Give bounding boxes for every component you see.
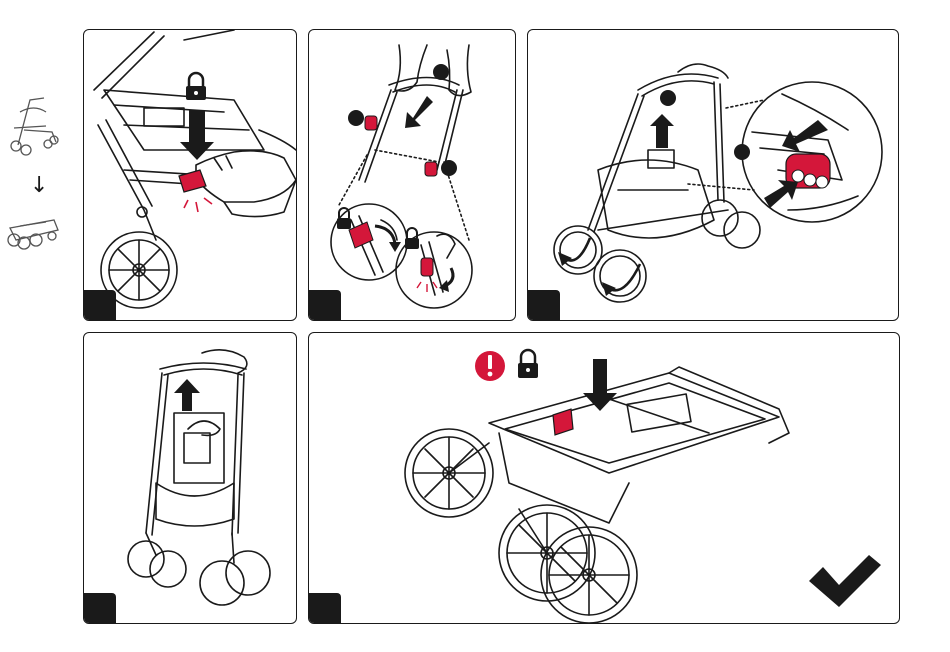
mini-stroller-folded-icon — [8, 220, 58, 249]
marker-dot — [433, 64, 449, 80]
mini-stroller-open-icon — [11, 98, 58, 155]
checkmark-icon — [809, 555, 881, 607]
click-sound-marks — [184, 198, 212, 212]
lift-up-arrow — [174, 379, 200, 411]
step-1-badge — [84, 290, 116, 320]
step-3-panel — [527, 29, 899, 321]
step-5-illustration — [309, 333, 900, 624]
step-5-panel — [308, 332, 900, 624]
step-1-panel — [83, 29, 297, 321]
lock-icon — [518, 350, 538, 378]
fold-lock-highlight — [553, 409, 573, 435]
push-down-arrow — [583, 359, 617, 411]
lift-up-arrow — [650, 114, 674, 148]
detail-a-red-catch — [349, 222, 373, 248]
lock-icon — [405, 228, 419, 249]
step-1-illustration — [84, 30, 297, 321]
right-lock-highlight — [425, 162, 437, 176]
step-3-illustration — [528, 30, 899, 321]
marker-dot — [441, 160, 457, 176]
step-4-panel — [83, 332, 297, 624]
left-lock-highlight — [365, 116, 377, 130]
step-2-illustration — [309, 30, 516, 321]
fold-direction-arrow: ↓ — [30, 173, 48, 198]
step-5-badge — [309, 593, 341, 623]
step-3-badge — [528, 290, 560, 320]
step-4-illustration — [84, 333, 297, 624]
detail-b-red-catch — [421, 258, 433, 276]
step-2-badge — [309, 290, 341, 320]
marker-dot — [734, 144, 750, 160]
lock-icon — [337, 208, 351, 229]
warning-icon — [475, 351, 505, 381]
fold-summary-strip: ↓ — [0, 0, 80, 652]
step-4-badge — [84, 593, 116, 623]
push-down-arrow — [180, 110, 214, 160]
marker-dot — [660, 90, 676, 106]
pull-down-arrow — [405, 96, 433, 128]
wheel-fold-arrow — [608, 264, 640, 290]
pull-arrow — [782, 120, 828, 152]
marker-dot — [348, 110, 364, 126]
step-2-panel — [308, 29, 516, 321]
push-arrow — [764, 180, 798, 208]
lock-icon — [186, 73, 206, 100]
